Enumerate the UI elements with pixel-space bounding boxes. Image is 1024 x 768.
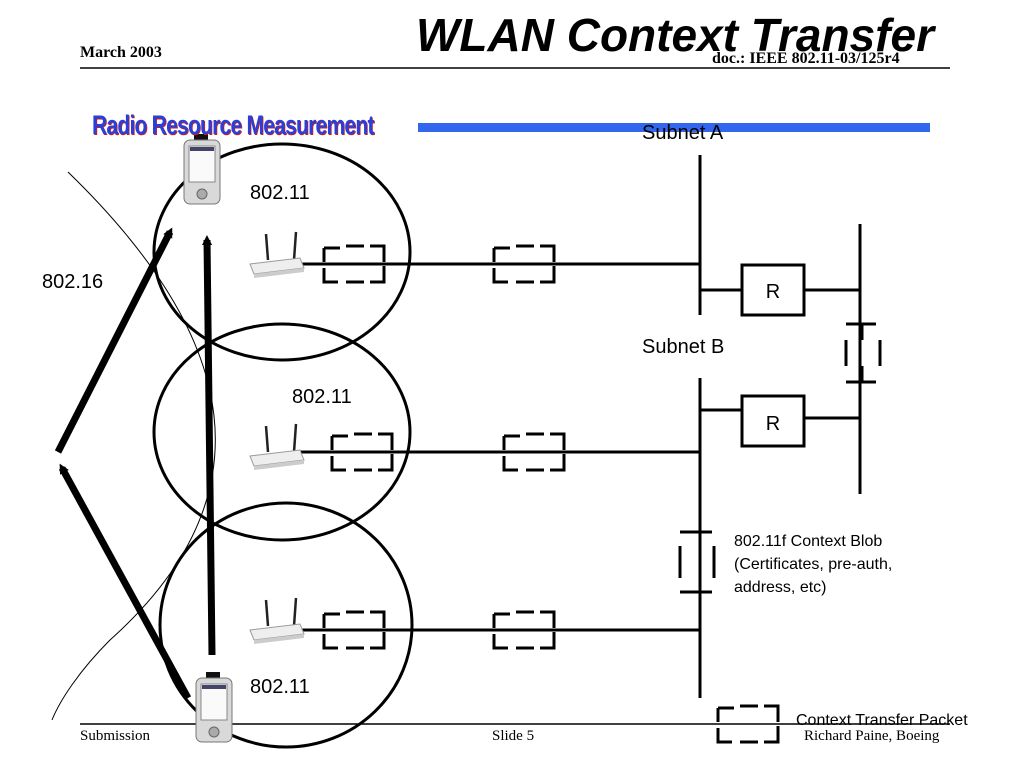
- radio-resource-banner: Radio Resource Measurement: [92, 110, 374, 140]
- cell-top-label: 802.11: [250, 182, 310, 204]
- footer-author: Richard Paine, Boeing: [804, 728, 940, 744]
- wide-area-coverage-curve: [51, 171, 216, 721]
- banner-bar: [418, 123, 930, 132]
- context-packet-vertical: [678, 530, 716, 594]
- access-point-icon: [249, 597, 305, 644]
- legend-label: Context Transfer Packet: [796, 712, 968, 729]
- context-packet: [322, 610, 386, 650]
- header-date: March 2003: [80, 44, 162, 61]
- context-blob-line-2: (Certificates, pre-auth,: [734, 556, 893, 573]
- wide-area-arrow: [54, 227, 174, 454]
- handoff-arrow-to-left: [58, 463, 192, 700]
- context-packet: [330, 432, 394, 472]
- access-point-icon: [249, 423, 305, 470]
- cell-bottom-label: 802.11: [250, 676, 310, 698]
- subnet-b-label: Subnet B: [642, 336, 725, 358]
- slide-title: WLAN Context Transfer: [416, 9, 934, 61]
- footer-slide-number: Slide 5: [492, 728, 535, 744]
- router-b: [740, 394, 806, 448]
- footer-submission: Submission: [80, 728, 151, 744]
- subnet-a-label: Subnet A: [642, 122, 724, 144]
- context-packet: [502, 432, 566, 472]
- context-blob-line-3: address, etc): [734, 579, 827, 596]
- cell-middle: [152, 322, 412, 542]
- router-a: [740, 263, 806, 317]
- context-packet-vertical: [844, 322, 882, 384]
- router-a-label: R: [766, 281, 780, 303]
- access-point-icon: [249, 231, 305, 278]
- cell-middle-label: 802.11: [292, 386, 352, 408]
- legend-packet-icon: [716, 704, 780, 744]
- context-packet: [492, 610, 556, 650]
- pda-device-icon: [183, 134, 221, 205]
- context-packet: [322, 244, 386, 284]
- cell-bottom: [158, 501, 414, 749]
- document-id: doc.: IEEE 802.11-03/125r4: [712, 50, 900, 67]
- handoff-arrow-to-top: [202, 235, 216, 656]
- context-blob-note: 802.11f Context Blob (Certificates, pre-…: [734, 530, 892, 599]
- cell-top: [152, 142, 412, 362]
- context-blob-line-1: 802.11f Context Blob: [734, 533, 883, 550]
- wide-area-label: 802.16: [42, 271, 104, 293]
- pda-device-icon: [195, 672, 233, 743]
- router-b-label: R: [766, 413, 780, 435]
- context-packet: [492, 244, 556, 284]
